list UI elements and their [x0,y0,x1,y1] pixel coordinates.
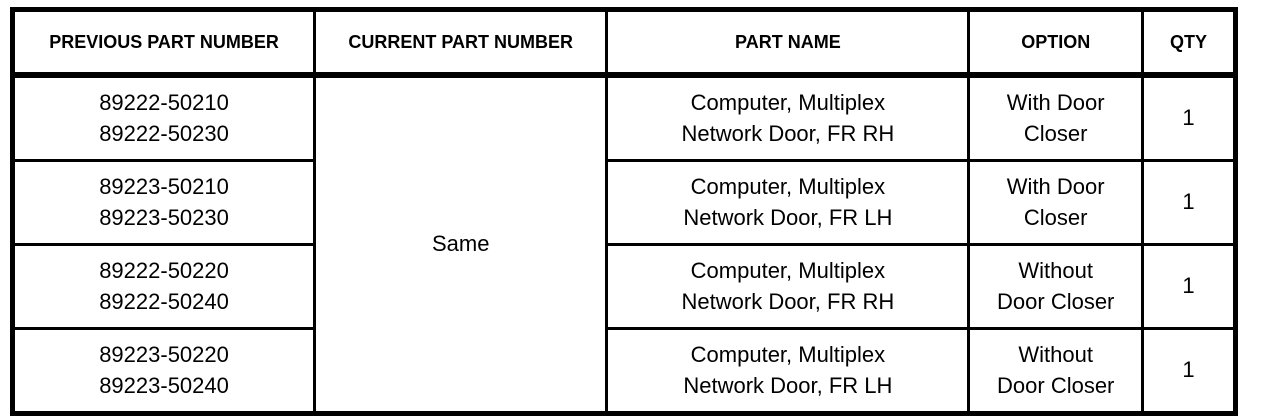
option-line: Door Closer [997,288,1115,314]
qty-cell: 1 [1141,243,1237,330]
part-number-line: 89223-50220 [99,341,229,367]
part-name-line: Computer, Multiplex [690,257,886,283]
option-line: Door Closer [997,372,1115,398]
header-current-part-number: CURRENT PART NUMBER [313,8,609,78]
option-cell: Without Door Closer [967,327,1145,415]
part-name-line: Computer, Multiplex [690,341,886,367]
previous-part-number-cell: 89222-50210 89222-50230 [10,73,317,162]
option-cell: With Door Closer [967,159,1145,246]
previous-part-number-cell: 89223-50210 89223-50230 [10,159,317,246]
part-name-cell: Computer, Multiplex Network Door, FR RH [605,243,971,330]
option-line: Without [1018,257,1093,283]
part-name-cell: Computer, Multiplex Network Door, FR LH [605,327,971,415]
part-number-line: 89222-50230 [99,120,229,146]
part-number-line: 89222-50240 [99,288,229,314]
option-line: Without [1018,341,1093,367]
qty-cell: 1 [1141,73,1237,162]
part-name-cell: Computer, Multiplex Network Door, FR LH [605,159,971,246]
part-number-line: 89223-50240 [99,372,229,398]
option-line: With Door [1006,173,1105,199]
header-previous-part-number: PREVIOUS PART NUMBER [10,8,317,78]
part-name-line: Network Door, FR LH [683,204,893,230]
table-row: 89222-50220 89222-50240 Computer, Multip… [10,243,1237,330]
part-number-line: 89223-50210 [99,173,229,199]
part-name-line: Network Door, FR RH [681,120,895,146]
option-line: Closer [1023,204,1088,230]
part-name-line: Computer, Multiplex [690,173,886,199]
qty-cell: 1 [1141,327,1237,415]
table-row: 89222-50210 89222-50230 Same Computer, M… [10,73,1237,415]
header-qty: QTY [1141,8,1237,78]
parts-table: PREVIOUS PART NUMBER CURRENT PART NUMBER… [10,7,1238,416]
part-number-line: 89222-50220 [99,257,229,283]
header-part-name: PART NAME [605,8,971,78]
part-name-cell: Computer, Multiplex Network Door, FR RH [605,73,971,162]
option-line: Closer [1023,120,1088,146]
part-name-line: Network Door, FR LH [683,372,893,398]
option-line: With Door [1006,89,1105,115]
current-part-number-merged-cell: Same [313,73,609,415]
table-row: 89223-50220 89223-50240 Computer, Multip… [10,327,1237,415]
option-cell: Without Door Closer [967,243,1145,330]
previous-part-number-cell: 89222-50220 89222-50240 [10,243,317,330]
part-number-line: 89223-50230 [99,204,229,230]
part-name-line: Network Door, FR RH [681,288,895,314]
table-header-row: PREVIOUS PART NUMBER CURRENT PART NUMBER… [10,8,1237,78]
table-row: 89223-50210 89223-50230 Computer, Multip… [10,159,1237,246]
previous-part-number-cell: 89223-50220 89223-50240 [10,327,317,415]
qty-cell: 1 [1141,159,1237,246]
header-option: OPTION [967,8,1145,78]
part-number-line: 89222-50210 [99,89,229,115]
option-cell: With Door Closer [967,73,1145,162]
part-name-line: Computer, Multiplex [690,89,886,115]
